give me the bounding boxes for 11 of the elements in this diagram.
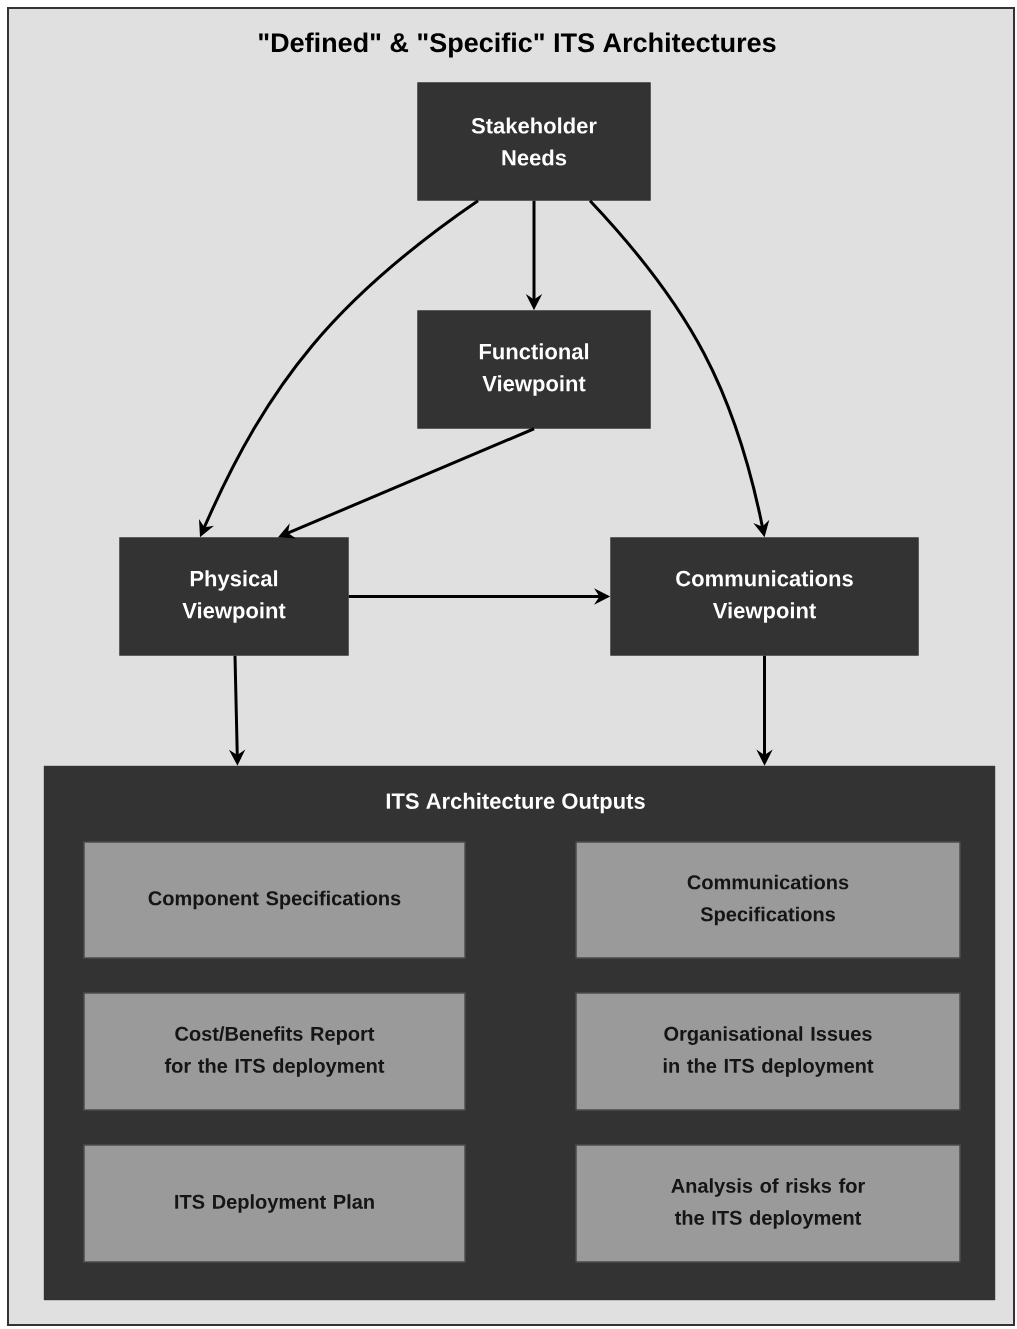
output-box: Component Specifications <box>83 841 466 959</box>
output-box: Analysis of risks for the ITS deployment <box>575 1144 961 1263</box>
output-box: ITS Deployment Plan <box>83 1144 466 1263</box>
process-box: Stakeholder Needs <box>417 82 651 201</box>
process-box: Physical Viewpoint <box>119 537 349 656</box>
output-box: Cost/Benefits Report for the ITS deployment <box>83 992 466 1111</box>
output-box: Communications Specifications <box>575 841 961 959</box>
process-box: Communications Viewpoint <box>610 537 919 656</box>
process-box: Functional Viewpoint <box>417 310 651 429</box>
title: "Defined" & "Specific" ITS Architectures <box>259 32 776 58</box>
output-box: Organisational Issues in the ITS deployment <box>575 992 961 1111</box>
